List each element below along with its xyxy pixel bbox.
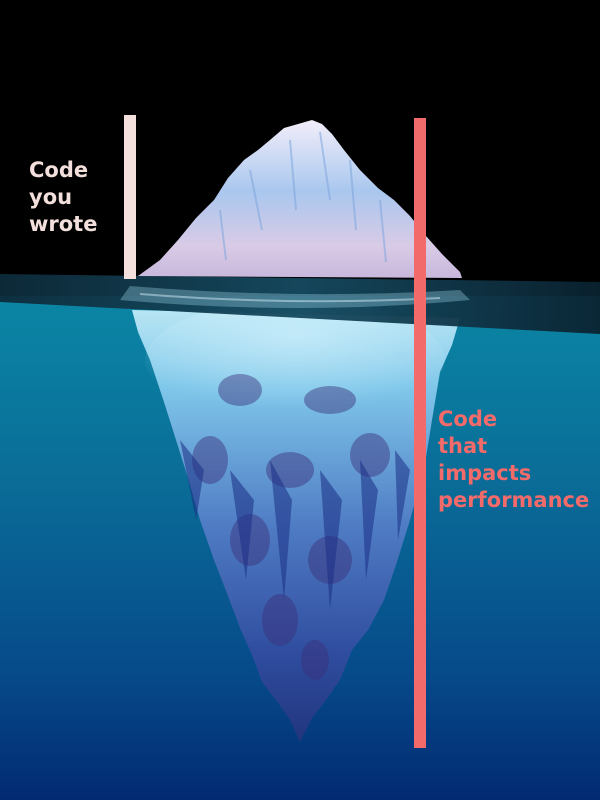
water-surface: [0, 274, 600, 334]
label-line: Code: [29, 158, 89, 182]
label-line: impacts: [438, 461, 532, 485]
label-line: you: [29, 185, 73, 209]
submerged-ice: [132, 310, 460, 742]
code-you-wrote-label: Code you wrote: [29, 157, 97, 238]
above-water-marker-bar: [124, 115, 136, 279]
label-line: wrote: [29, 212, 98, 236]
code-that-impacts-performance-label: Code that impacts performance: [438, 406, 589, 514]
label-line: Code: [438, 407, 498, 431]
label-line: that: [438, 434, 488, 458]
iceberg-tip: [138, 120, 462, 278]
label-line: performance: [438, 488, 590, 512]
performance-marker-bar: [414, 118, 426, 748]
